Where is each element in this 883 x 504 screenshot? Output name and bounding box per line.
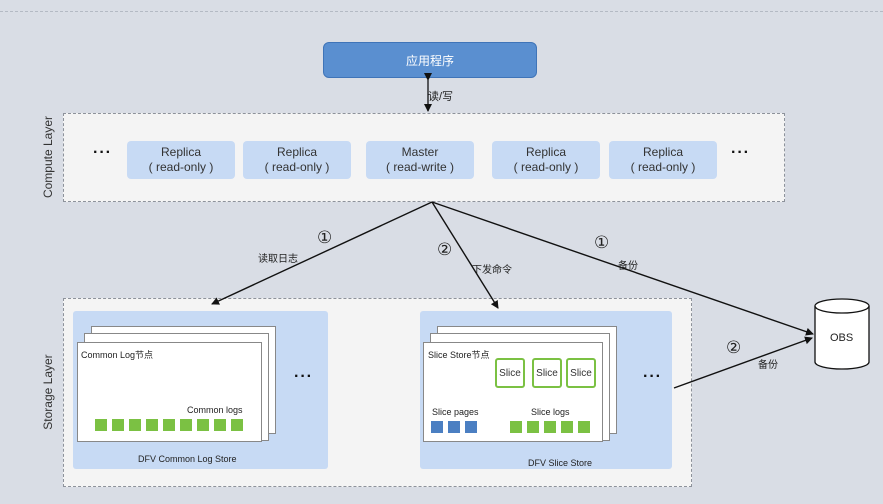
compute-ellipsis-right: ··· [731,144,750,161]
application-label: 应用程序 [405,53,454,68]
common-log-node-label: Common Log节点 [81,350,154,360]
slice-label: Slice [570,367,592,379]
slice-box-3: Slice [566,358,596,388]
slice-label: Slice [499,367,521,379]
slice-logs-label: Slice logs [531,407,570,417]
application-box: 应用程序 [323,42,537,78]
slice-log-block [578,421,590,433]
node-title: Master [401,145,439,159]
backup-1-number: ① [594,233,610,252]
node-mode: ( read-only ) [513,160,579,174]
slice-log-block [544,421,556,433]
replica-node-3: Replica( read-only ) [492,141,600,179]
storage-ellipsis-right: ··· [643,368,662,385]
read-log-number: ① [317,228,333,247]
replica-node-1: Replica( read-only ) [127,141,235,179]
common-log-block [112,419,124,431]
common-log-block [163,419,175,431]
common-log-block [146,419,158,431]
backup-arrow-2 [673,336,813,389]
slice-pages-label: Slice pages [432,407,479,417]
send-cmd-number: ② [437,240,453,259]
storage-ellipsis-left: ··· [294,368,313,385]
slice-box-2: Slice [532,358,562,388]
common-log-block [214,419,226,431]
backup-2-number: ② [726,338,742,357]
slice-store-node-label: Slice Store节点 [428,350,490,360]
read-log-arrow [211,201,433,305]
backup-1-label: 备份 [618,261,638,272]
slice-log-block [510,421,522,433]
common-log-block [129,419,141,431]
common-log-block [180,419,192,431]
common-log-block [197,419,209,431]
send-cmd-label: 下发命令 [472,265,512,276]
common-logs-label: Common logs [187,405,243,415]
master-node: Master( read-write ) [366,141,474,179]
slice-log-block [527,421,539,433]
read-write-label: 读/写 [428,91,454,103]
slice-label: Slice [536,367,558,379]
compute-ellipsis-left: ··· [93,144,112,161]
slice-log-block [561,421,573,433]
slice-page-block [431,421,443,433]
top-divider [0,11,883,12]
backup-arrow-1 [431,201,814,336]
slice-store-footer: DFV Slice Store [528,458,593,468]
obs-cylinder-icon [814,298,870,370]
node-mode: ( read-only ) [630,160,696,174]
node-title: Replica [642,145,684,159]
node-title: Replica [160,145,202,159]
slice-page-block [465,421,477,433]
node-mode: ( read-write ) [385,160,454,174]
node-title: Replica [525,145,567,159]
node-mode: ( read-only ) [148,160,214,174]
replica-node-4: Replica( read-only ) [609,141,717,179]
slice-box-1: Slice [495,358,525,388]
common-log-block [231,419,243,431]
read-log-label: 读取日志 [258,254,298,265]
node-mode: ( read-only ) [264,160,330,174]
obs-label: OBS [830,332,854,344]
slice-page-block [448,421,460,433]
backup-2-label: 备份 [758,360,778,371]
common-log-block [95,419,107,431]
replica-node-2: Replica( read-only ) [243,141,351,179]
common-store-footer: DFV Common Log Store [138,454,237,464]
send-cmd-arrow [431,201,499,309]
node-title: Replica [276,145,318,159]
